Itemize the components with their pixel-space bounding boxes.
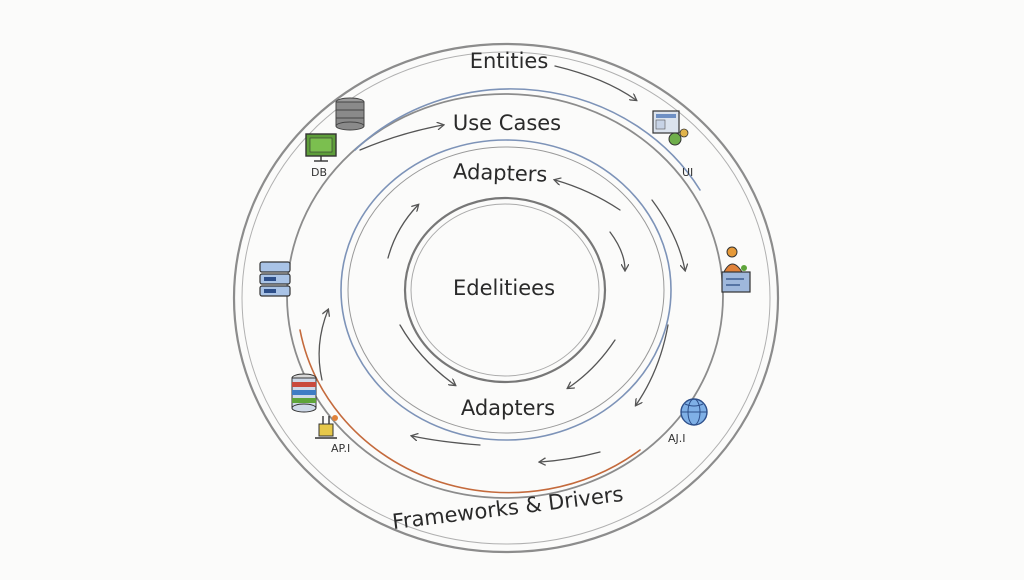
third-ring	[340, 139, 672, 441]
arrow-use-cases-left	[359, 125, 443, 151]
third-ring-inner-line	[347, 146, 665, 434]
arrow-bottom-right-outer	[540, 451, 601, 462]
label-core: Edelitiees	[453, 276, 555, 300]
globe-icon	[680, 398, 708, 426]
label-ui: UI	[682, 166, 693, 179]
arrow-adapters-right	[555, 180, 621, 211]
outer-ring	[232, 42, 780, 554]
user-icon	[723, 246, 747, 273]
label-api-right: AJ.I	[668, 432, 686, 445]
arrow-left-third	[387, 205, 418, 259]
flow-arrows	[318, 65, 685, 462]
second-ring-orange-accent	[299, 329, 641, 494]
arrow-left-second	[318, 310, 328, 381]
stacked-database-icon	[291, 373, 317, 413]
database-icon	[335, 97, 365, 131]
label-db: DB	[311, 166, 327, 179]
arrow-right-third	[609, 231, 625, 270]
label-entities: Entities	[470, 49, 549, 73]
label-use-cases: Use Cases	[453, 111, 561, 135]
label-adapters-top: Adapters	[453, 159, 548, 186]
server-icon	[259, 261, 291, 297]
second-ring-blue-accent	[354, 88, 701, 191]
label-api-left: AP.I	[331, 442, 350, 455]
plug-icon	[315, 415, 338, 439]
arrow-right-second	[651, 199, 685, 270]
arrow-top-outer	[554, 65, 636, 100]
arrow-adapters-bottom-right	[568, 339, 616, 388]
ui-window-icon	[652, 110, 689, 146]
rings	[232, 42, 780, 554]
monitor-icon	[305, 133, 337, 162]
outer-ring-inner-line	[241, 51, 771, 545]
arrow-bottom-left-outer	[412, 436, 481, 446]
core-ring-inner-line	[410, 203, 600, 377]
label-adapters-bottom: Adapters	[461, 396, 555, 420]
ring-labels: Entities Use Cases Adapters Edelitiees A…	[391, 49, 625, 534]
core-ring	[403, 196, 607, 384]
arrow-adapters-bottom-left	[399, 324, 455, 385]
arrow-right-lower	[636, 324, 669, 405]
icon-labels: DB UI AP.I AJ.I	[311, 166, 693, 455]
ui-panel-icon	[721, 271, 751, 293]
label-frameworks-drivers: Frameworks & Drivers	[391, 482, 625, 534]
